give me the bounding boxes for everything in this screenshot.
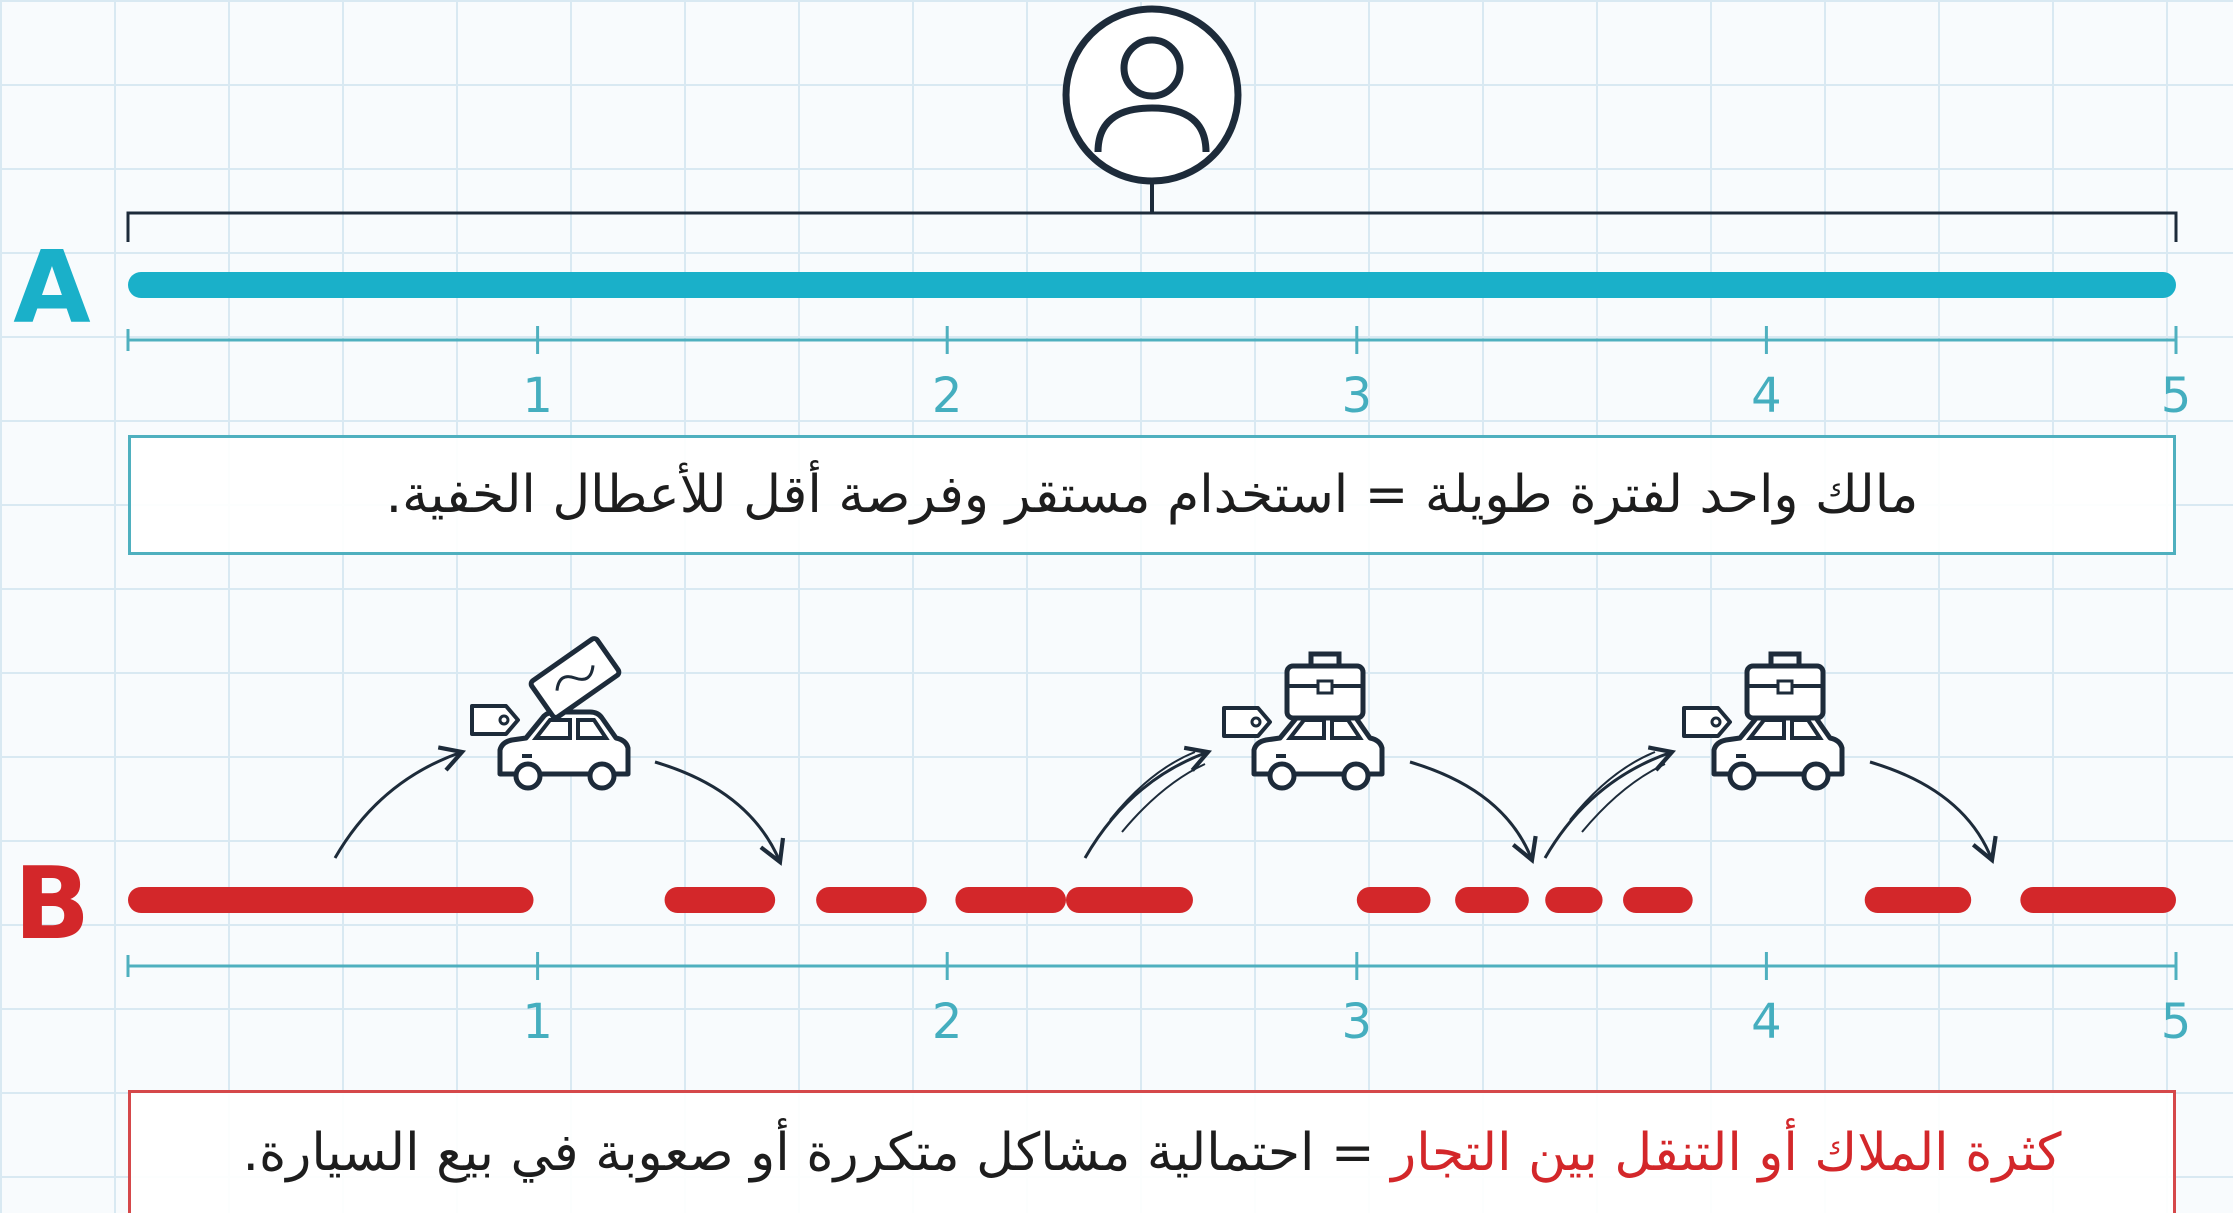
transfer-arrows <box>333 745 1998 866</box>
row-b-tick-label-5: 5 <box>2161 994 2192 1050</box>
row-b-tick-label-1: 1 <box>522 994 553 1050</box>
arrow-curve <box>1083 745 1212 859</box>
arrow-curve <box>1409 760 1538 864</box>
arrow-curve <box>1543 745 1677 859</box>
row-a-axis: 1 2 3 4 5 <box>126 326 2192 424</box>
row-a-tick-label-4: 4 <box>1751 368 1782 424</box>
row-a-caption: مالك واحد لفترة طويلة = استخدام مستقر وف… <box>128 435 2176 555</box>
ownership-bracket <box>126 211 2178 242</box>
motion-line <box>1121 763 1206 833</box>
row-b-axis: 1 2 3 4 5 <box>126 952 2192 1050</box>
person-circle-icon <box>1062 5 1242 213</box>
car-briefcase-icon <box>1682 654 1842 788</box>
motion-line <box>1569 751 1656 821</box>
row-b-tick-label-2: 2 <box>932 994 963 1050</box>
row-b-tick-label-3: 3 <box>1342 994 1373 1050</box>
row-b-caption-highlight: كثرة الملاك أو التنقل بين التجار <box>1391 1123 2062 1183</box>
motion-line <box>1581 763 1666 833</box>
row-a-caption-text: مالك واحد لفترة طويلة = استخدام مستقر وف… <box>385 465 1919 525</box>
row-a-label: A <box>13 229 90 346</box>
row-b-caption-rest: = احتمالية مشاكل متكررة أو صعوبة في بيع … <box>242 1123 1392 1183</box>
arrow-curve <box>654 760 786 866</box>
row-b-caption: كثرة الملاك أو التنقل بين التجار = احتما… <box>128 1090 2176 1213</box>
row-a-tick-label-3: 3 <box>1342 368 1373 424</box>
row-a-tick-label-1: 1 <box>522 368 553 424</box>
row-a-tick-label-2: 2 <box>932 368 963 424</box>
car-briefcase-icon <box>1222 654 1382 788</box>
car-price-tag-icon <box>470 636 628 788</box>
row-a-tick-label-5: 5 <box>2161 368 2192 424</box>
row-b-caption-text: كثرة الملاك أو التنقل بين التجار = احتما… <box>242 1123 2061 1183</box>
row-b-tick-label-4: 4 <box>1751 994 1782 1050</box>
motion-line <box>1109 751 1196 821</box>
arrow-curve <box>1869 760 1998 864</box>
arrow-curve <box>333 745 467 859</box>
row-b-label: B <box>14 845 90 962</box>
